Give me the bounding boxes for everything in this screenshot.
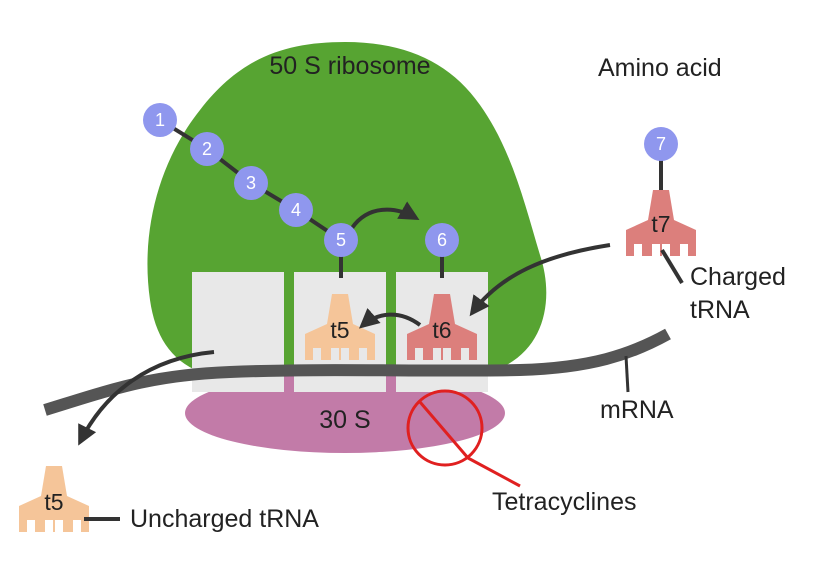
translocation-arrow-icon <box>358 307 422 329</box>
uncharged-trna-label: Uncharged tRNA <box>130 505 319 533</box>
svg-text:7: 7 <box>656 134 666 154</box>
amino-acid-4: 4 <box>279 193 313 227</box>
svg-text:t5: t5 <box>44 489 63 515</box>
amino-acid-7: 7 <box>644 127 678 161</box>
mrna-label: mRNA <box>600 396 674 424</box>
svg-text:3: 3 <box>246 173 256 193</box>
svg-text:t6: t6 <box>432 317 451 343</box>
svg-text:4: 4 <box>291 200 301 220</box>
charged-trna-label-line2: tRNA <box>690 296 750 324</box>
amino-acid-2: 2 <box>190 132 224 166</box>
trna-icon-a-site: t6 <box>407 294 477 360</box>
tetracyclines-label: Tetracyclines <box>492 488 637 516</box>
trna-icon-released: t5 <box>19 466 89 532</box>
amino-acid-label: Amino acid <box>598 54 722 82</box>
trna-icon-p-site: t5 <box>305 294 375 360</box>
ribosome-30s-label: 30 S <box>319 406 370 434</box>
svg-text:t7: t7 <box>651 211 670 237</box>
svg-text:6: 6 <box>437 230 447 250</box>
amino-acid-3: 3 <box>234 166 268 200</box>
amino-acid-5: 5 <box>324 223 358 257</box>
svg-text:2: 2 <box>202 139 212 159</box>
incoming-trna-arrow-icon <box>469 243 611 317</box>
ribosome-50s-label: 50 S ribosome <box>269 52 430 80</box>
inhibition-icon <box>406 389 521 488</box>
ribosome-30s-subunit <box>185 373 505 453</box>
charged-trna-label-line1: Charged <box>690 263 786 291</box>
svg-text:5: 5 <box>336 230 346 250</box>
charged-trna-leader <box>660 248 684 285</box>
amino-acid-1: 1 <box>143 103 177 137</box>
mrna-strand <box>43 328 671 416</box>
exit-arrow-icon <box>78 350 215 446</box>
peptide-transfer-arrow-icon <box>350 201 420 230</box>
svg-text:t5: t5 <box>330 317 349 343</box>
amino-acid-6: 6 <box>425 223 459 257</box>
trna-icon-incoming: t7 <box>626 190 696 256</box>
svg-text:1: 1 <box>155 110 165 130</box>
mrna-label-leader <box>624 355 630 393</box>
